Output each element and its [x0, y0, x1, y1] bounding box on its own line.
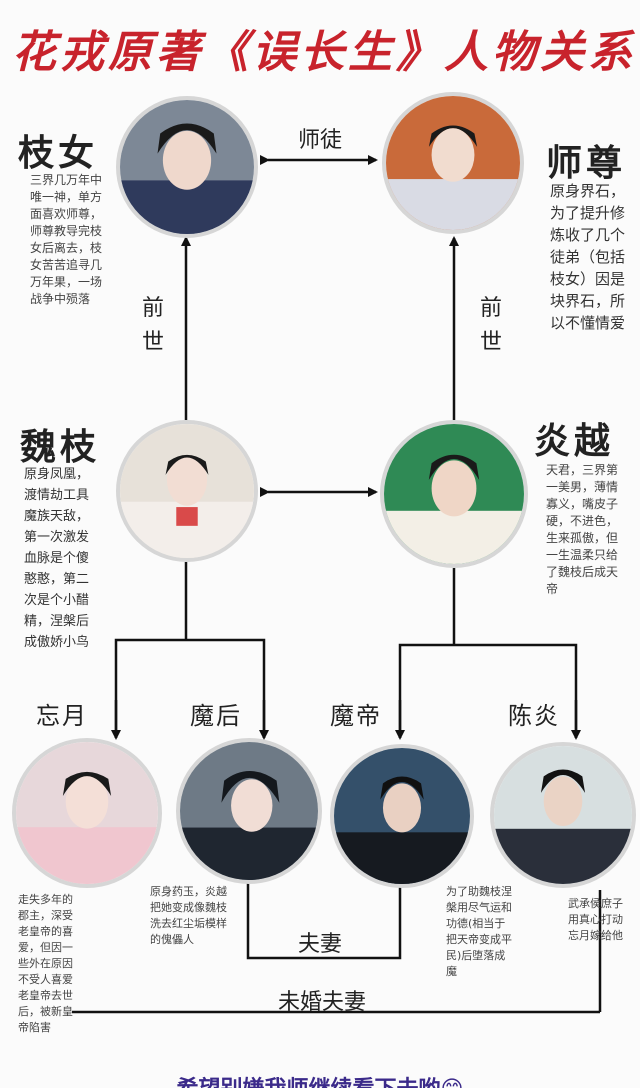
desc-wangyue: 走失多年的郡主，深受老皇帝的喜爱，但因一些外在原因不受人喜爱老皇帝去世后，被新皇…: [18, 893, 73, 1034]
portrait-shizun-image: [386, 96, 520, 230]
name-mohou: 魔后: [190, 702, 242, 730]
portrait-chenyan: [490, 742, 636, 888]
portrait-shizun: [382, 92, 524, 234]
portrait-yanyue: [380, 420, 528, 568]
footer-text: 希望别嫌我师继续看下去哟😊: [0, 1070, 640, 1088]
portrait-weizhi-image: [120, 424, 254, 558]
portrait-yanyue-image: [384, 424, 524, 564]
name-yanyue: 炎越: [534, 420, 615, 462]
name-chenyan: 陈炎: [508, 702, 560, 730]
name-zhinv: 枝女: [18, 132, 99, 174]
desc-zhinv: 三界几万年中唯一神，单方面喜欢师尊，师尊教导完枝女后离去，枝女苦苦追寻几万年果，…: [30, 173, 103, 306]
relation-fuqi: 夫妻: [298, 932, 343, 957]
portrait-wangyue: [12, 738, 162, 888]
name-wangyue: 忘月: [36, 702, 88, 730]
portrait-wangyue-image: [16, 742, 158, 884]
portrait-chenyan-image: [494, 746, 632, 884]
relation-qianshi-right: 前世: [479, 296, 502, 355]
portrait-modi-image: [334, 748, 470, 884]
relation-shitu: 师徒: [298, 128, 343, 153]
desc-shizun: 原身界石，为了提升修炼收了几个徒弟（包括枝女）因是块界石，所以不懂情爱: [550, 182, 626, 332]
portrait-modi: [330, 744, 474, 888]
relation-weihun-fuqi: 未婚夫妻: [278, 990, 367, 1015]
name-weizhi: 魏枝: [20, 426, 101, 468]
name-shizun: 师尊: [546, 142, 627, 184]
page-title: 花戎原著《误长生》人物关系: [12, 27, 636, 76]
desc-chenyan: 武承侯庶子用真心打动忘月嫁给他: [568, 897, 623, 942]
desc-yanyue: 天君，三界第一美男，薄情寡义，嘴皮子硬，不进色，生来孤傲，但一生温柔只给了魏枝后…: [546, 463, 619, 596]
portrait-mohou: [176, 738, 322, 884]
portrait-mohou-image: [180, 742, 318, 880]
relation-qianshi-left: 前世: [141, 296, 164, 355]
name-modi: 魔帝: [330, 702, 382, 730]
portrait-weizhi: [116, 420, 258, 562]
portrait-zhinv-image: [120, 100, 254, 234]
desc-modi: 为了助魏枝涅槃用尽气运和功德(相当于把天帝变成平民)后堕落成魔: [446, 885, 512, 978]
portrait-zhinv: [116, 96, 258, 238]
desc-weizhi: 原身凤凰，渡情劫工具魔族天敌，第一次激发血脉是个傻憨憨，第二次是个小醋精，涅槃后…: [24, 467, 90, 650]
desc-mohou: 原身药玉，炎越把她变成像魏枝洗去红尘垢模样的傀儡人: [150, 885, 227, 946]
